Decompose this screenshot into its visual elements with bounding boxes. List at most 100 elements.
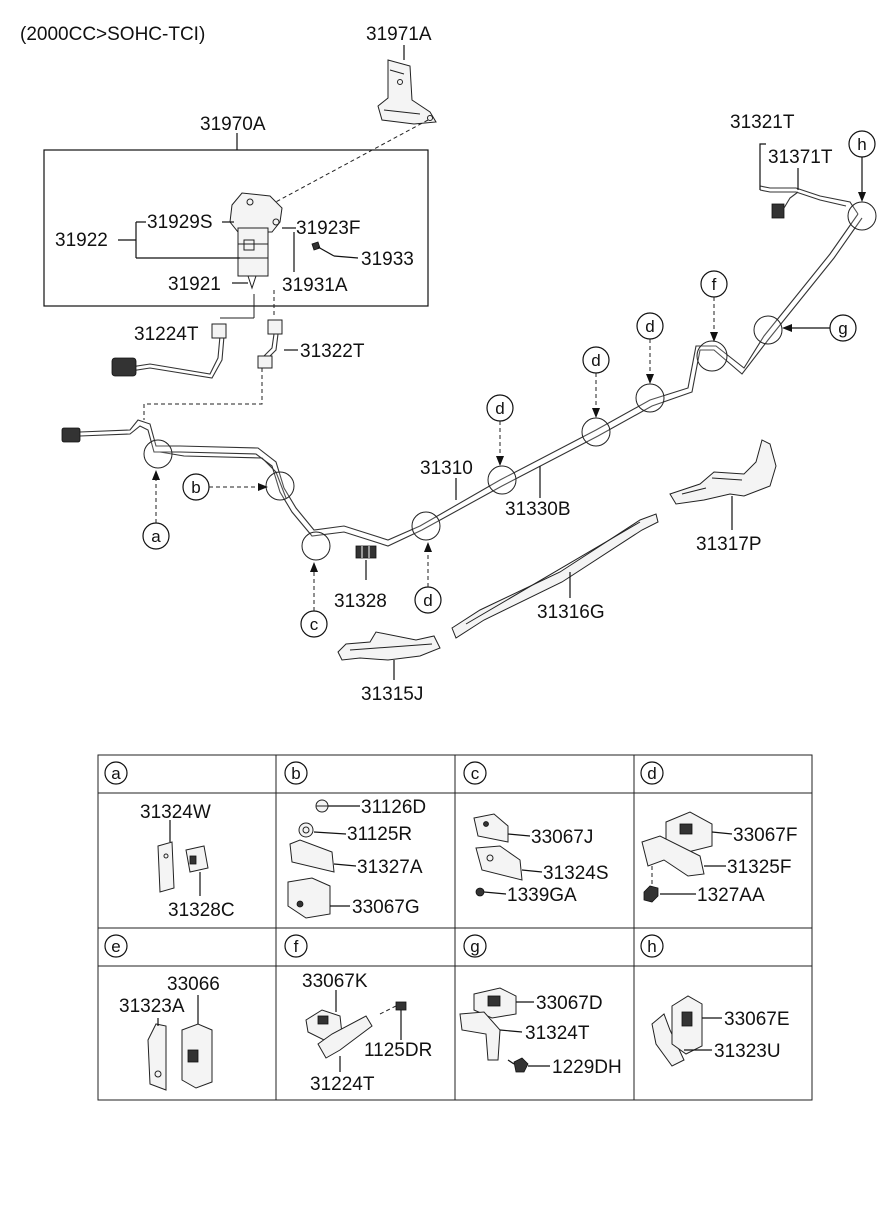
table-head-d[interactable]: d [640, 761, 664, 785]
clip-33067E[interactable] [671, 995, 703, 1055]
fuel-pipe-31310[interactable] [79, 213, 863, 547]
callout-c[interactable]: c [300, 610, 328, 638]
bracket-31323A[interactable] [147, 1023, 167, 1091]
cell-a-part-31328C[interactable]: 31328C [168, 900, 235, 921]
cell-d-part-33067F[interactable]: 33067F [733, 825, 797, 846]
cell-h-part-31323U[interactable]: 31323U [714, 1041, 781, 1062]
table-head-e[interactable]: e [104, 934, 128, 958]
clip-33067J[interactable] [473, 813, 509, 843]
part-label-31933[interactable]: 31933 [361, 249, 414, 270]
part-label-31923F[interactable]: 31923F [296, 218, 360, 239]
cell-f-part-33067K[interactable]: 33067K [302, 971, 368, 992]
part-label-31970A[interactable]: 31970A [200, 114, 266, 135]
part-label-31921[interactable]: 31921 [168, 274, 221, 295]
nut-1339GA[interactable] [475, 887, 485, 897]
callout-f[interactable]: f [700, 270, 728, 298]
callout-h[interactable]: h [848, 130, 876, 158]
clip-31328[interactable] [355, 545, 377, 559]
protector-31316G[interactable] [451, 513, 659, 639]
svg-text:c: c [310, 615, 319, 634]
cell-c-part-1339GA[interactable]: 1339GA [507, 885, 577, 906]
cell-e-part-31323A[interactable]: 31323A [119, 996, 185, 1017]
part-label-31315J[interactable]: 31315J [361, 684, 423, 705]
part-label-31321T[interactable]: 31321T [730, 112, 795, 133]
cell-c-part-31324S[interactable]: 31324S [543, 863, 609, 884]
cell-d-part-1327AA[interactable]: 1327AA [697, 885, 765, 906]
svg-text:h: h [857, 135, 866, 154]
part-label-31971A[interactable]: 31971A [366, 24, 432, 45]
fuel-filter-31970A[interactable] [229, 192, 283, 290]
callout-b[interactable]: b [182, 473, 210, 501]
svg-text:g: g [838, 319, 847, 338]
part-label-31929S[interactable]: 31929S [147, 212, 213, 233]
part-label-31328[interactable]: 31328 [334, 591, 387, 612]
zoom-area-d3 [581, 417, 611, 447]
protector-31317P[interactable] [669, 439, 777, 505]
bracket-31971A[interactable] [377, 59, 437, 125]
bracket-31324S[interactable] [475, 845, 523, 881]
part-label-31371T[interactable]: 31371T [768, 147, 833, 168]
part-label-31317P[interactable]: 31317P [696, 534, 762, 555]
grommet-31125R[interactable] [298, 822, 314, 838]
cell-a-part-31324W[interactable]: 31324W [140, 802, 211, 823]
svg-text:b: b [291, 764, 300, 783]
cell-g-part-33067D[interactable]: 33067D [536, 993, 603, 1014]
bracket-31324T[interactable] [459, 1011, 501, 1061]
clip-31324W[interactable] [157, 841, 175, 893]
part-label-31931A[interactable]: 31931A [282, 275, 348, 296]
bracket-31224T[interactable] [317, 1015, 373, 1059]
table-head-a[interactable]: a [104, 761, 128, 785]
cell-b-part-31125R[interactable]: 31125R [347, 824, 412, 845]
bracket-31323U[interactable] [651, 1013, 685, 1067]
hose-31321T[interactable] [759, 185, 859, 219]
protector-31315J[interactable] [337, 631, 441, 661]
callout-d4[interactable]: d [636, 312, 664, 340]
zoom-area-f [696, 340, 728, 372]
cell-c-part-33067J[interactable]: 33067J [531, 827, 593, 848]
part-label-31224T[interactable]: 31224T [134, 324, 199, 345]
hose-31224T[interactable] [111, 323, 227, 379]
bolt-1125DR[interactable] [395, 1001, 407, 1030]
callout-a[interactable]: a [142, 522, 170, 550]
cell-e-part-33066[interactable]: 33066 [167, 974, 220, 995]
cell-h-part-33067E[interactable]: 33067E [724, 1009, 790, 1030]
part-label-31316G[interactable]: 31316G [537, 602, 605, 623]
bracket-31325F[interactable] [641, 835, 705, 877]
cell-f-part-31224T[interactable]: 31224T [310, 1074, 375, 1095]
table-head-g[interactable]: g [463, 934, 487, 958]
nut-1327AA[interactable] [643, 885, 659, 903]
clip-33067G[interactable] [287, 877, 331, 919]
cell-g-part-1229DH[interactable]: 1229DH [552, 1057, 622, 1078]
callout-d3[interactable]: d [582, 346, 610, 374]
fuel-filter-assembly-box [43, 149, 429, 307]
part-label-31330B[interactable]: 31330B [505, 499, 571, 520]
svg-text:a: a [151, 527, 161, 546]
table-head-h[interactable]: h [640, 934, 664, 958]
clip-33067D[interactable] [473, 987, 517, 1019]
bolt-31933[interactable] [311, 241, 335, 257]
callout-d1[interactable]: d [414, 586, 442, 614]
callout-d2[interactable]: d [486, 394, 514, 422]
bracket-31327A[interactable] [289, 839, 335, 873]
cell-b-part-31126D[interactable]: 31126D [361, 797, 426, 818]
clip-33066[interactable] [181, 1023, 213, 1089]
cell-b-part-31327A[interactable]: 31327A [357, 857, 423, 878]
cell-g-part-31324T[interactable]: 31324T [525, 1023, 590, 1044]
table-head-b[interactable]: b [284, 761, 308, 785]
part-label-31922[interactable]: 31922 [55, 230, 108, 251]
part-label-31322T[interactable]: 31322T [300, 341, 365, 362]
cell-b-part-33067G[interactable]: 33067G [352, 897, 420, 918]
zoom-area-c [301, 531, 331, 561]
hose-31322T[interactable] [257, 319, 283, 369]
callout-g[interactable]: g [829, 314, 857, 342]
cell-f-part-1125DR[interactable]: 1125DR [364, 1040, 432, 1061]
clip-33067K[interactable] [305, 1009, 343, 1041]
table-head-c[interactable]: c [463, 761, 487, 785]
cell-d-part-31325F[interactable]: 31325F [727, 857, 791, 878]
bolt-31126D[interactable] [315, 799, 329, 813]
clip-31328C[interactable] [185, 845, 209, 873]
part-label-31310[interactable]: 31310 [420, 458, 473, 479]
table-head-f[interactable]: f [284, 934, 308, 958]
bolt-1229DH[interactable] [507, 1057, 529, 1073]
zoom-area-h [847, 201, 877, 231]
